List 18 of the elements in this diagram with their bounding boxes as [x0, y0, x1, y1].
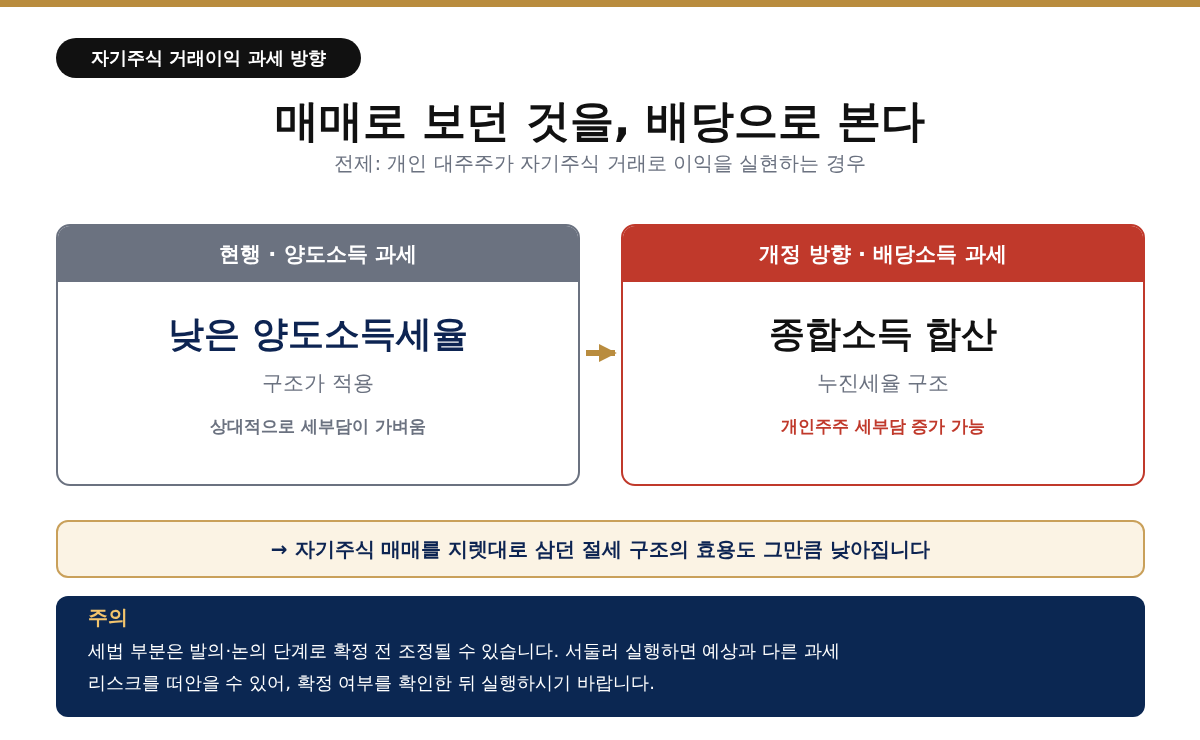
summary-banner: → 자기주식 매매를 지렛대로 삼던 절세 구조의 효용도 그만큼 낮아집니다	[56, 520, 1145, 578]
notice-heading: 주의	[88, 604, 129, 631]
notice-panel	[56, 596, 1145, 717]
subtitle: 전제: 개인 대주주가 자기주식 거래로 이익을 실현하는 경우	[333, 150, 867, 177]
card-note: 개인주주 세부담 증가 가능	[779, 415, 987, 438]
card-subtext: 누진세율 구조	[815, 370, 951, 397]
card-note: 상대적으로 세부담이 가벼움	[209, 415, 427, 438]
card-header: 개정 방향 · 배당소득 과세	[623, 226, 1143, 282]
comparison-card	[56, 224, 580, 486]
tag-badge: 자기주식 거래이익 과세 방향	[56, 38, 361, 78]
card-subtext: 구조가 적용	[261, 370, 375, 397]
comparison-card	[621, 224, 1145, 486]
notice-text: 세법 부분은 발의·논의 단계로 확정 전 조정될 수 있습니다. 서둘러 실행하면 예상과 다른 과세 리스크를 떠안을 수 있어, 확정 여부를 확인한 뒤 실행하시기 바랍니다.	[88, 639, 841, 695]
arrow	[586, 344, 617, 362]
title: 매매로 보던 것을, 배당으로 본다	[274, 94, 926, 148]
card-heading: 낮은 양도소득세율	[166, 312, 470, 356]
card-heading: 종합소득 합산	[767, 312, 999, 356]
card-header: 현행 · 양도소득 과세	[58, 226, 578, 282]
